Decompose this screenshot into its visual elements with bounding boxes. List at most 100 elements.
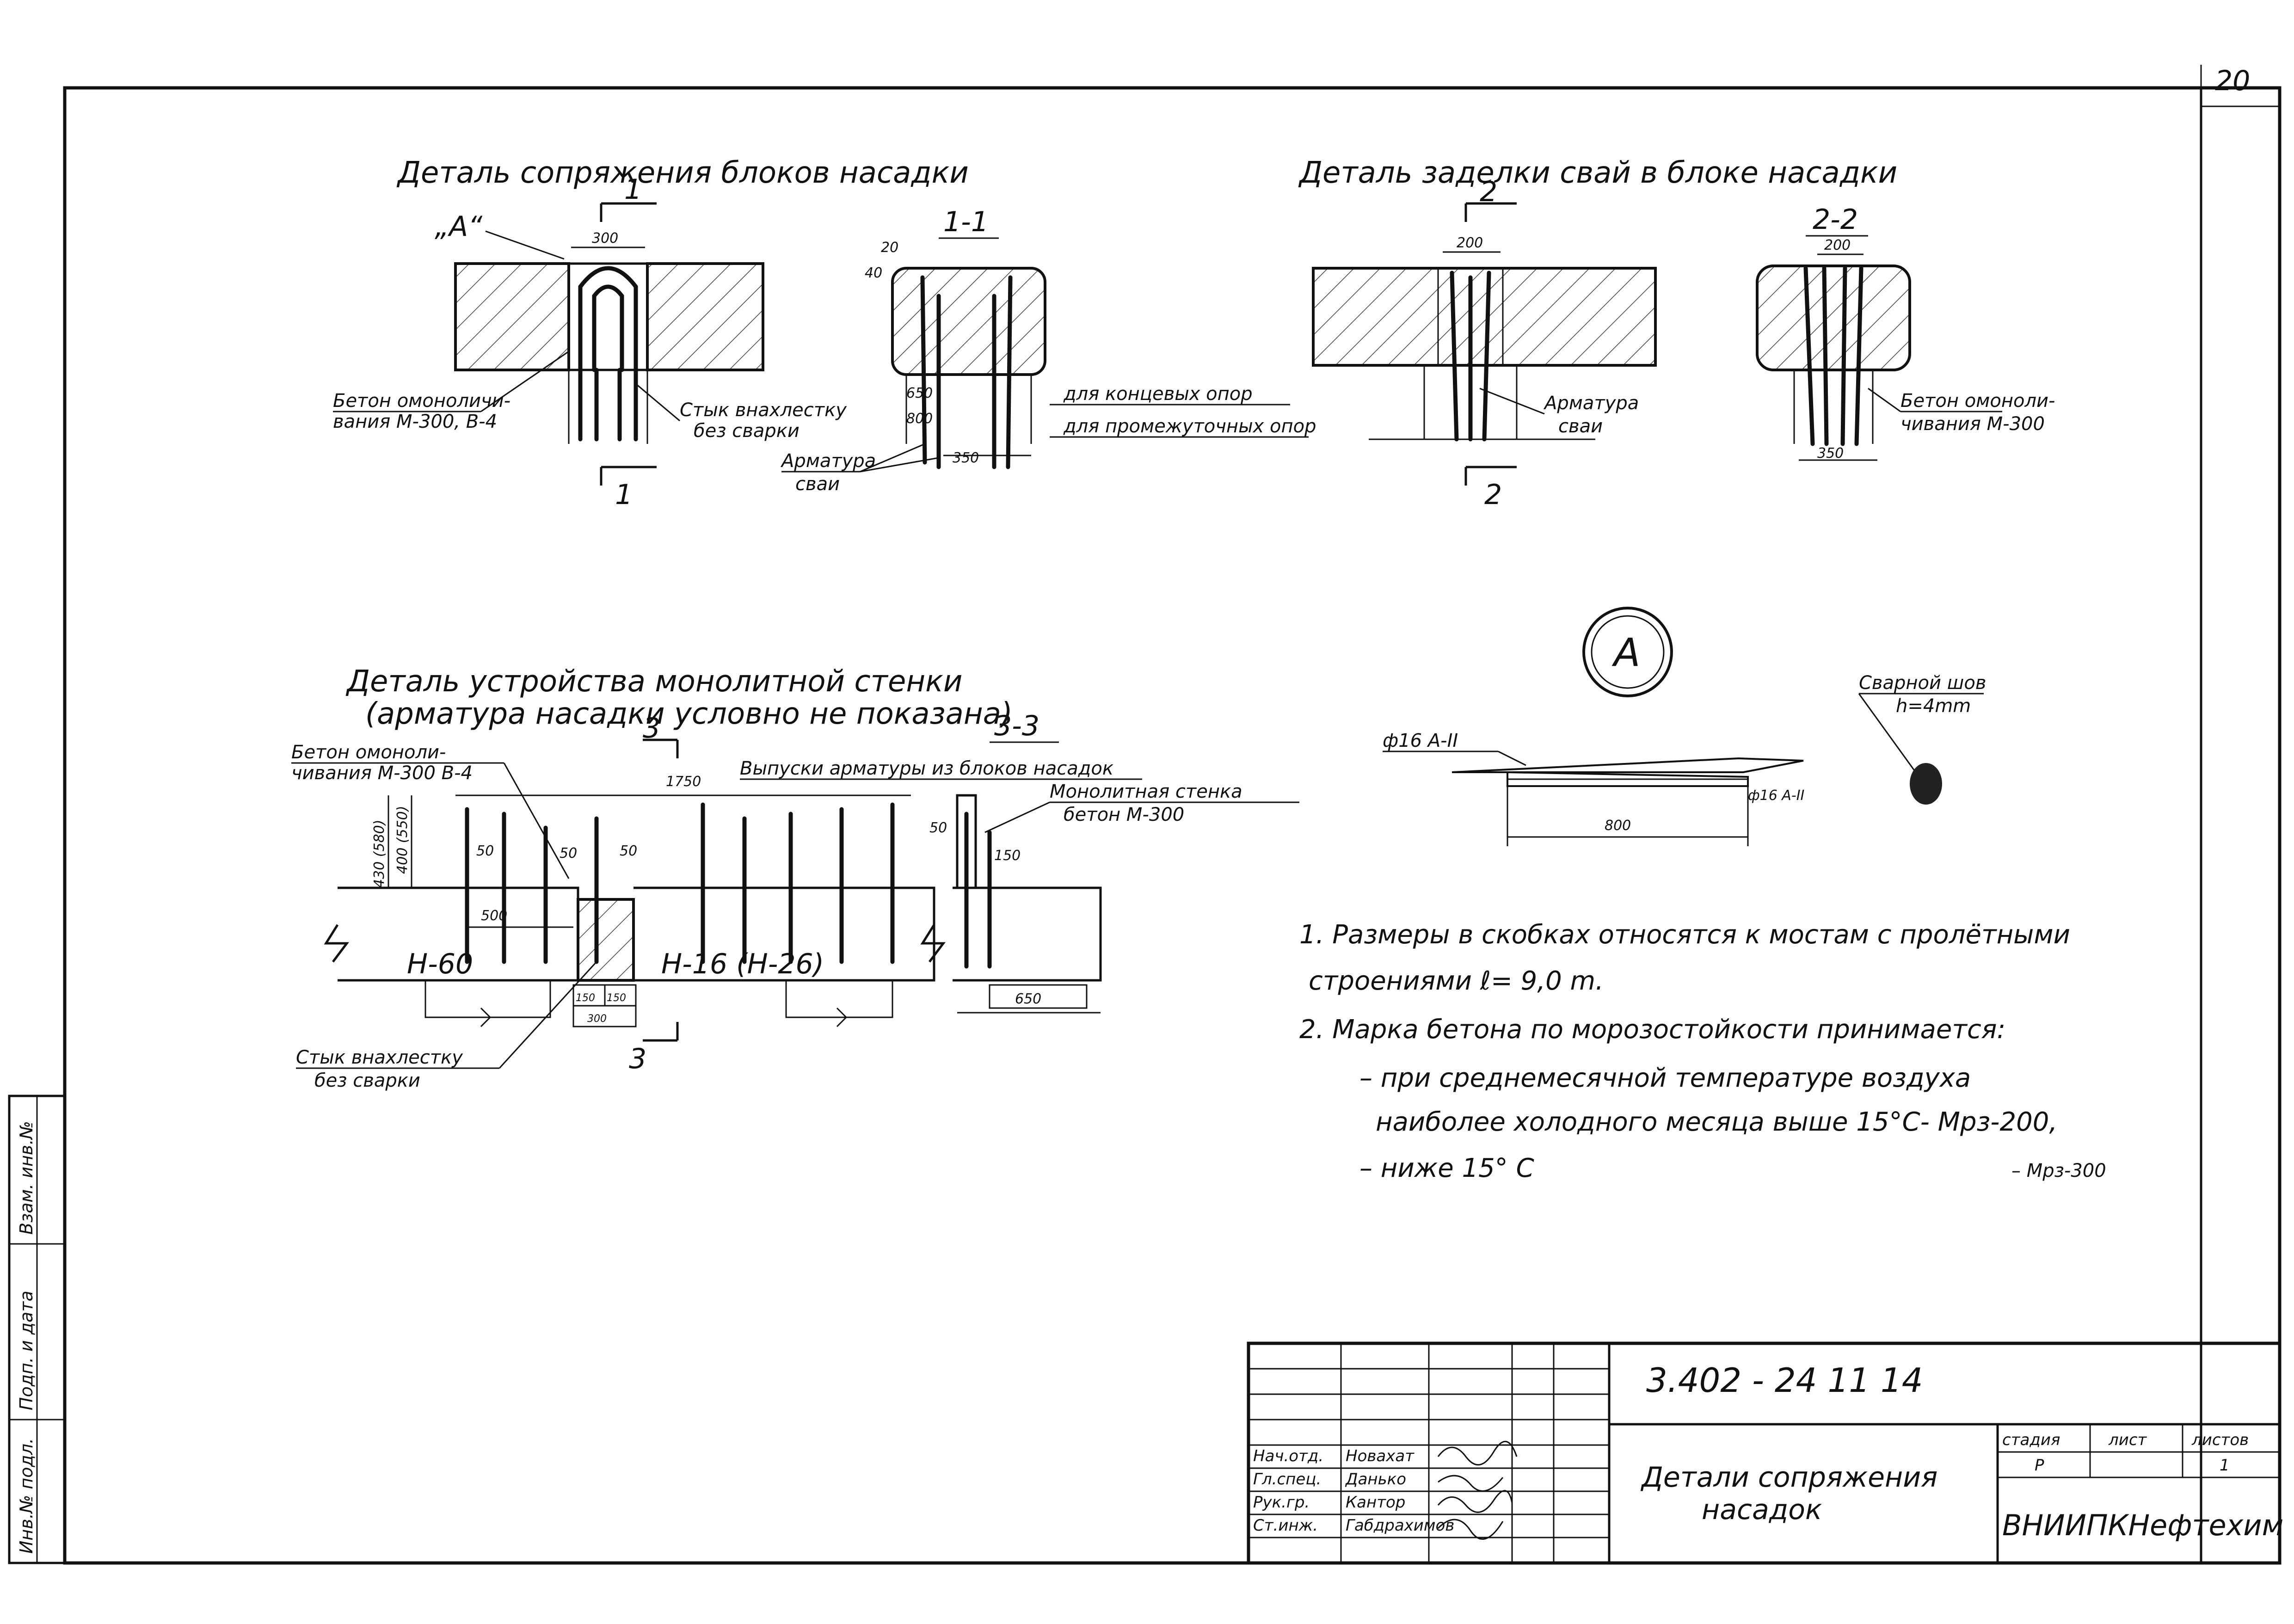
side-label-sign: Подп. и дата [16,1291,37,1410]
wall-detail-title-2: (арматура насадки условно не показана) [365,697,1013,731]
tb-header-sheet: лист [2108,1431,2147,1449]
section-1-1-label-end: для концевых опор [1063,383,1253,405]
tb-header-sheets: листов [2191,1431,2249,1449]
wall-detail-dim-1750: 1750 [666,774,701,790]
wall-detail-label-n60: Н-60 [407,948,473,980]
side-label-replace: Взам. инв.№ [16,1121,37,1235]
section-1-1-label-mid: для промежуточных опор [1063,416,1316,437]
block-joint-concrete-label-2: вания М-300, В-4 [333,411,497,432]
block-joint-dim-300: 300 [592,230,618,246]
tb-name-2: Данько [1345,1470,1406,1489]
note-line-4: – при среднемесячной температуре воздуха [1359,1063,1971,1093]
sheet-frame: 20 [63,65,2282,1565]
detail-a-bar-top: ф16 А-II [1383,730,1458,751]
notes: 1. Размеры в скобках относятся к мостам … [1299,920,2106,1183]
view-section-2-2: 2-2 200 350 Бетон омоноли- чивания М-300 [1756,203,2055,461]
title-block: Нач.отд. Гл.спец. Рук.гр. Ст.инж. Новаха… [1247,1341,2283,1565]
note-line-1: 1. Размеры в скобках относятся к мостам … [1299,920,2070,950]
pile-embed-rebar-label-2: сваи [1558,416,1603,437]
section-1-1-rebar-label-1: Арматура [780,450,876,472]
section-mark-3-bottom: 3 [629,1043,646,1075]
wall-detail-concrete-label-2: чивания М-300 В-4 [291,763,473,784]
section-2-2-title: 2-2 [1813,203,1858,236]
tb-role-3: Рук.гр. [1253,1493,1310,1512]
section-2-2-concrete-label-2: чивания М-300 [1900,413,2045,435]
wall-detail-dim-50a: 50 [476,843,494,859]
detail-a-bar-bottom: ф16 А-II [1748,787,1805,804]
wall-detail-dim-150: 150 [994,848,1021,864]
wall-detail-wall-label-1: Монолитная стенка [1050,781,1242,802]
section-1-1-dim-40: 40 [865,265,882,281]
section-mark-2-top: 2 [1480,176,1497,208]
tb-role-1: Нач.отд. [1253,1447,1323,1465]
wall-detail-concrete-label-1: Бетон омоноли- [291,742,446,763]
note-line-6: – ниже 15° С [1359,1153,1534,1183]
tb-organization: ВНИИПКНефтехим [2002,1508,2283,1542]
block-joint-concrete-label-1: Бетон омоноличи- [333,390,510,412]
wall-detail-label-n16: Н-16 (Н-26) [661,948,824,980]
tb-name-1: Новахат [1346,1447,1415,1465]
tb-role-2: Гл.спец. [1253,1470,1321,1489]
side-label-inv: Инв.№ подл. [16,1438,37,1554]
section-1-1-dim-650: 650 [906,385,933,401]
tb-doc-code: 3.402 - 24 11 14 [1646,1361,1923,1400]
tb-name-4: Габдрахимов [1346,1516,1454,1535]
tb-title-line-2: насадок [1702,1494,1822,1526]
wall-detail-title-1: Деталь устройства монолитной стенки [345,664,962,699]
wall-detail-section-title: 3-3 [994,710,1039,742]
note-line-3: 2. Марка бетона по морозостойкости прини… [1299,1015,2005,1045]
block-joint-joint-label-2: без сварки [694,420,800,442]
detail-a-callout: А [1611,630,1640,675]
wall-detail-joint-label-2: без сварки [314,1070,420,1091]
view-pile-embed: Деталь заделки свай в блоке насадки 2 2 … [1298,156,1897,511]
wall-detail-dim-150a: 150 [576,992,595,1004]
wall-detail-dim-50d: 50 [929,820,947,836]
block-joint-title: Деталь сопряжения блоков насадки [396,156,969,190]
section-mark-3-top: 3 [643,712,660,744]
view-section-1-1: 1-1 20 40 650 800 350 для концевых опор … [780,206,1316,495]
pile-embed-dim-200: 200 [1457,235,1483,251]
section-1-1-dim-350: 350 [953,450,979,466]
tb-role-4: Ст.инж. [1253,1516,1318,1535]
pile-embed-rebar-label-1: Арматура [1543,393,1639,414]
note-line-5: наиболее холодного месяца выше 15°С- Мрз… [1376,1107,2057,1137]
section-mark-2-bottom: 2 [1484,479,1502,511]
tb-name-3: Кантор [1346,1493,1405,1512]
tb-stage-value: Р [2035,1456,2044,1475]
wall-detail-wall-label-2: бетон М-300 [1064,804,1184,825]
view-wall-detail: Деталь устройства монолитной стенки (арм… [291,664,1299,1091]
wall-detail-dim-500: 500 [481,908,507,924]
wall-detail-dim-50c: 50 [620,843,637,859]
section-1-1-rebar-label-2: сваи [795,474,840,495]
section-1-1-title: 1-1 [943,206,989,238]
wall-detail-dim-50b: 50 [560,845,577,861]
wall-detail-dim-300: 300 [587,1013,607,1025]
pile-embed-title: Деталь заделки свай в блоке насадки [1298,156,1897,190]
section-mark-1-bottom: 1 [615,479,633,511]
signature-marks [1437,1441,1518,1540]
section-2-2-dim-350: 350 [1817,445,1844,461]
section-2-2-concrete-label-1: Бетон омоноли- [1900,390,2055,412]
section-mark-1-top: 1 [624,173,642,206]
wall-detail-dim-650: 650 [1015,991,1041,1007]
block-joint-callout: „А“ [435,210,483,243]
wall-detail-dim-150b: 150 [607,992,626,1004]
block-joint-joint-label-1: Стык внахлестку [680,400,847,421]
section-1-1-dim-20: 20 [881,240,898,256]
detail-a-weld-label-2: h=4mm [1896,695,1971,717]
side-stamp: Инв.№ подл. Подп. и дата Взам. инв.№ [8,1095,66,1564]
note-line-6-value: – Мрз-300 [2011,1160,2106,1181]
note-line-2: строениями ℓ= 9,0 m. [1309,966,1604,996]
view-block-joint: Деталь сопряжения блоков насадки „А“ 1 1… [333,156,969,511]
tb-header-stage: стадия [2002,1431,2060,1449]
view-detail-a: А Сварной шов h=4mm ф16 А-II ф16 А-II 80… [1383,607,1986,846]
tb-title-line-1: Детали сопряжения [1640,1461,1937,1494]
wall-detail-joint-label-1: Стык внахлестку [296,1047,463,1068]
detail-a-dim-800: 800 [1605,818,1631,834]
wall-detail-outlets-label: Выпуски арматуры из блоков насадок [740,758,1113,779]
wall-detail-dim-400: 400 (550) [394,806,411,874]
section-1-1-dim-800: 800 [906,411,933,427]
wall-detail-dim-430: 430 (580) [371,820,387,888]
section-2-2-dim-200: 200 [1824,237,1851,253]
